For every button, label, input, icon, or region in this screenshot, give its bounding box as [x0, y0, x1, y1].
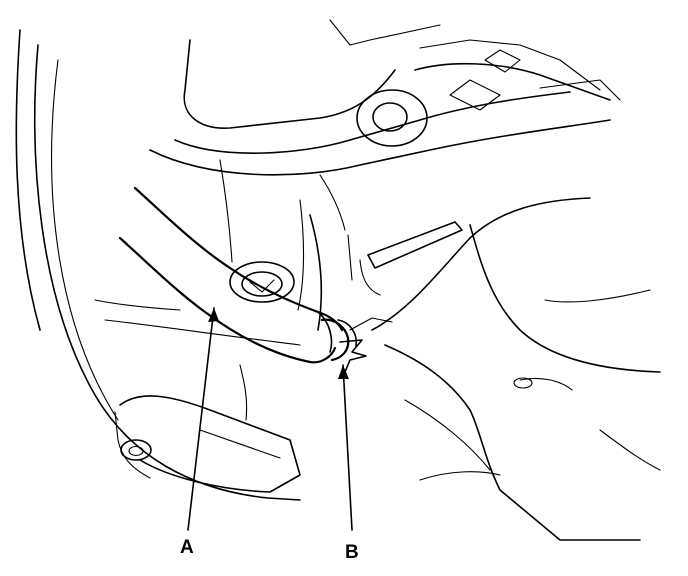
- upper-frame: [149, 19, 621, 176]
- background-details: [94, 159, 346, 421]
- body-panel: [15, 29, 301, 501]
- lower-bracket: [114, 395, 301, 493]
- leader-lines: [187, 307, 353, 531]
- arrowhead-a-icon: [208, 308, 219, 322]
- arrowhead-b-icon: [338, 365, 349, 379]
- callout-label-b: B: [345, 542, 359, 563]
- fitting-rod: [347, 221, 463, 296]
- upper-bolt-boss: [356, 89, 428, 147]
- callout-label-a: A: [180, 537, 194, 558]
- mid-bracket: [229, 199, 323, 331]
- right-housing: [371, 197, 661, 541]
- hose-clamp-b: [320, 317, 393, 373]
